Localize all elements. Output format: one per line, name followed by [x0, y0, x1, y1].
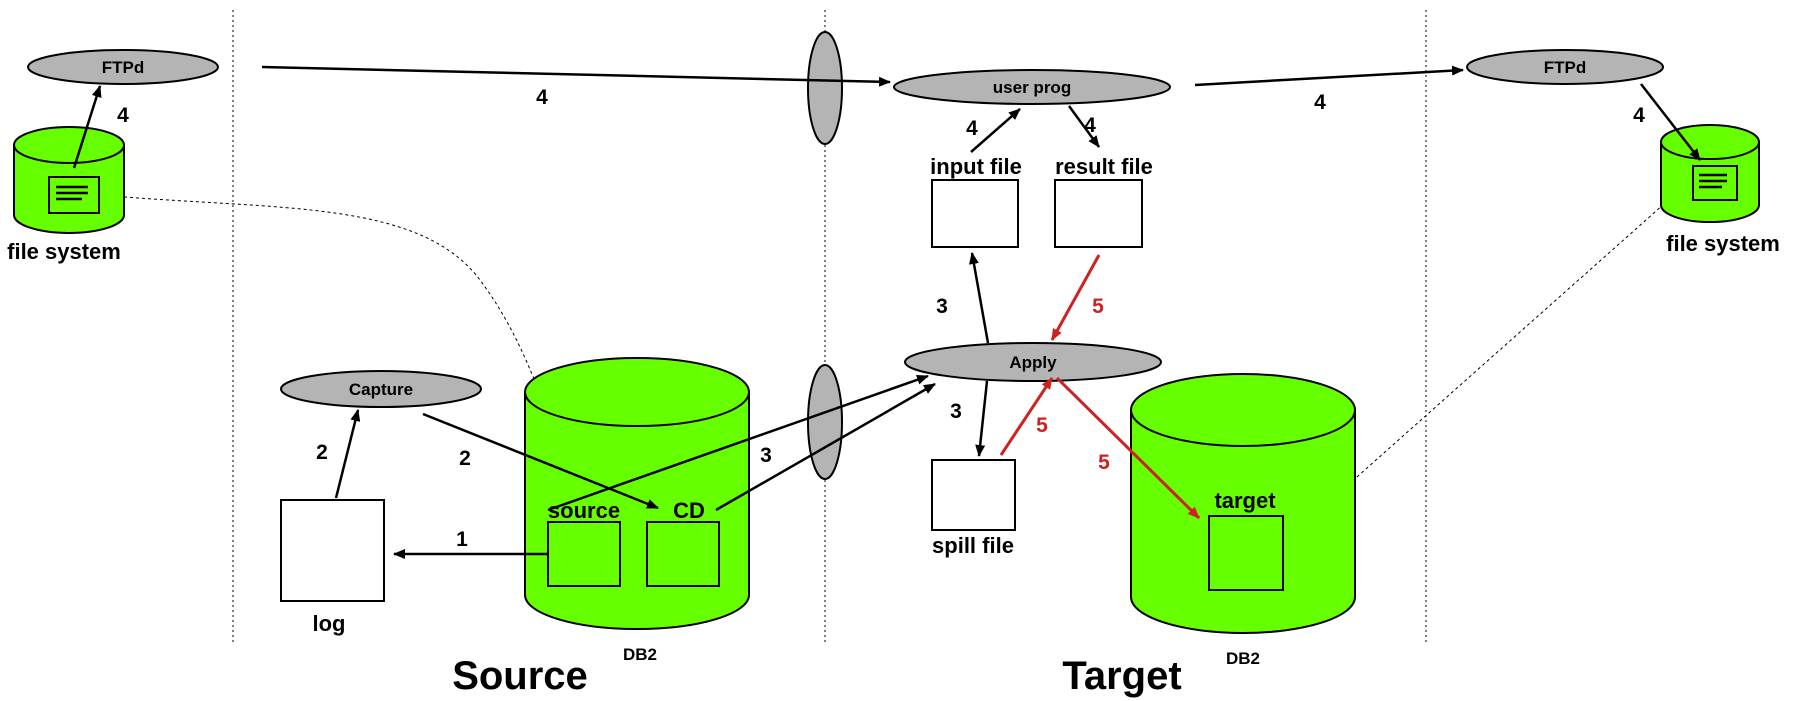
step-label: 4	[1084, 114, 1096, 137]
flow-arrows	[72, 65, 1701, 559]
user-prog-ellipse	[893, 69, 1171, 105]
target-table-box	[1208, 515, 1284, 591]
arrow-cd-to-apply	[715, 382, 936, 512]
file-boxes	[280, 179, 1143, 602]
input-file-label: input file	[930, 154, 1022, 179]
db2-source-label: DB2	[623, 645, 657, 664]
apply-ellipse	[904, 342, 1162, 382]
labels: Source Target FTPd FTPd Capture user pro…	[7, 58, 1780, 698]
result-file-box	[1054, 179, 1143, 248]
step-label: 4	[1314, 91, 1326, 114]
capture-label: Capture	[349, 380, 413, 399]
db2-target-label: DB2	[1226, 649, 1260, 668]
source-table-box	[547, 521, 621, 587]
lens-top	[807, 31, 843, 145]
arrow-apply-to-input	[969, 252, 990, 344]
red-arrow-result-to-apply	[1050, 254, 1101, 341]
file-system-right-label: file system	[1666, 231, 1780, 256]
document-icon	[48, 176, 100, 214]
result-file-label: result file	[1055, 154, 1153, 179]
input-file-box	[931, 179, 1019, 248]
file-system-left-label: file system	[7, 239, 121, 264]
step-label: 2	[459, 447, 471, 470]
step-label: 4	[1633, 104, 1645, 127]
source-table-label: source	[548, 498, 620, 523]
step-label: 4	[117, 104, 129, 127]
lens-bottom	[807, 364, 843, 480]
dotted-links	[111, 187, 1683, 557]
db2-target-cylinder	[1130, 373, 1356, 634]
arrow-apply-to-spill	[975, 380, 989, 457]
apply-label: Apply	[1009, 353, 1057, 372]
cd-table-box	[646, 521, 720, 587]
arrow-userprog-to-ftpd	[1194, 65, 1464, 87]
step-label-red: 5	[1036, 414, 1048, 437]
ftpd-left-label: FTPd	[102, 58, 145, 77]
red-flow-arrows	[999, 254, 1201, 520]
ftpd-right-ellipse	[1466, 49, 1664, 85]
log-box	[280, 499, 385, 602]
file-system-right-cylinder	[1660, 124, 1760, 223]
arrow-ftpd-to-filesystem	[1640, 83, 1701, 161]
spill-file-box	[931, 459, 1016, 531]
region-label-target: Target	[1062, 654, 1181, 698]
target-table-label: target	[1214, 488, 1276, 513]
red-arrow-spill-to-apply	[999, 377, 1054, 456]
spill-file-label: spill file	[932, 533, 1014, 558]
arrow-log-to-capture	[334, 409, 361, 499]
region-label-source: Source	[452, 654, 588, 698]
step-label: 3	[936, 295, 948, 318]
step-label-red: 5	[1092, 295, 1104, 318]
arrow-input-to-userprog	[970, 108, 1021, 153]
arrow-filesystem-to-ftpd	[72, 85, 102, 169]
ftpd-right-label: FTPd	[1544, 58, 1587, 77]
step-label: 3	[760, 444, 772, 467]
arrow-userprog-to-result	[1067, 105, 1101, 148]
capture-ellipse	[280, 370, 482, 408]
document-icon	[1692, 165, 1738, 201]
red-arrow-apply-to-target	[1055, 376, 1201, 520]
step-label: 4	[536, 86, 548, 109]
log-label: log	[313, 611, 346, 636]
process-ellipses	[27, 31, 1664, 480]
db2-source-cylinder	[524, 357, 750, 630]
file-system-left-cylinder	[13, 126, 125, 234]
cd-table-label: CD	[673, 498, 705, 523]
arrow-source-to-apply	[547, 374, 929, 512]
step-label: 2	[316, 441, 328, 464]
step-label: 3	[950, 400, 962, 423]
ftpd-left-ellipse	[27, 49, 219, 85]
dotted-link-target	[1267, 187, 1683, 557]
dotted-link-source	[111, 195, 579, 541]
arrow-ftpd-to-userprog	[261, 65, 891, 87]
step-label-red: 5	[1098, 451, 1110, 474]
step-label: 1	[456, 528, 468, 551]
arrow-capture-to-cd	[422, 412, 659, 510]
user-prog-label: user prog	[993, 78, 1071, 97]
step-label: 4	[966, 117, 978, 140]
